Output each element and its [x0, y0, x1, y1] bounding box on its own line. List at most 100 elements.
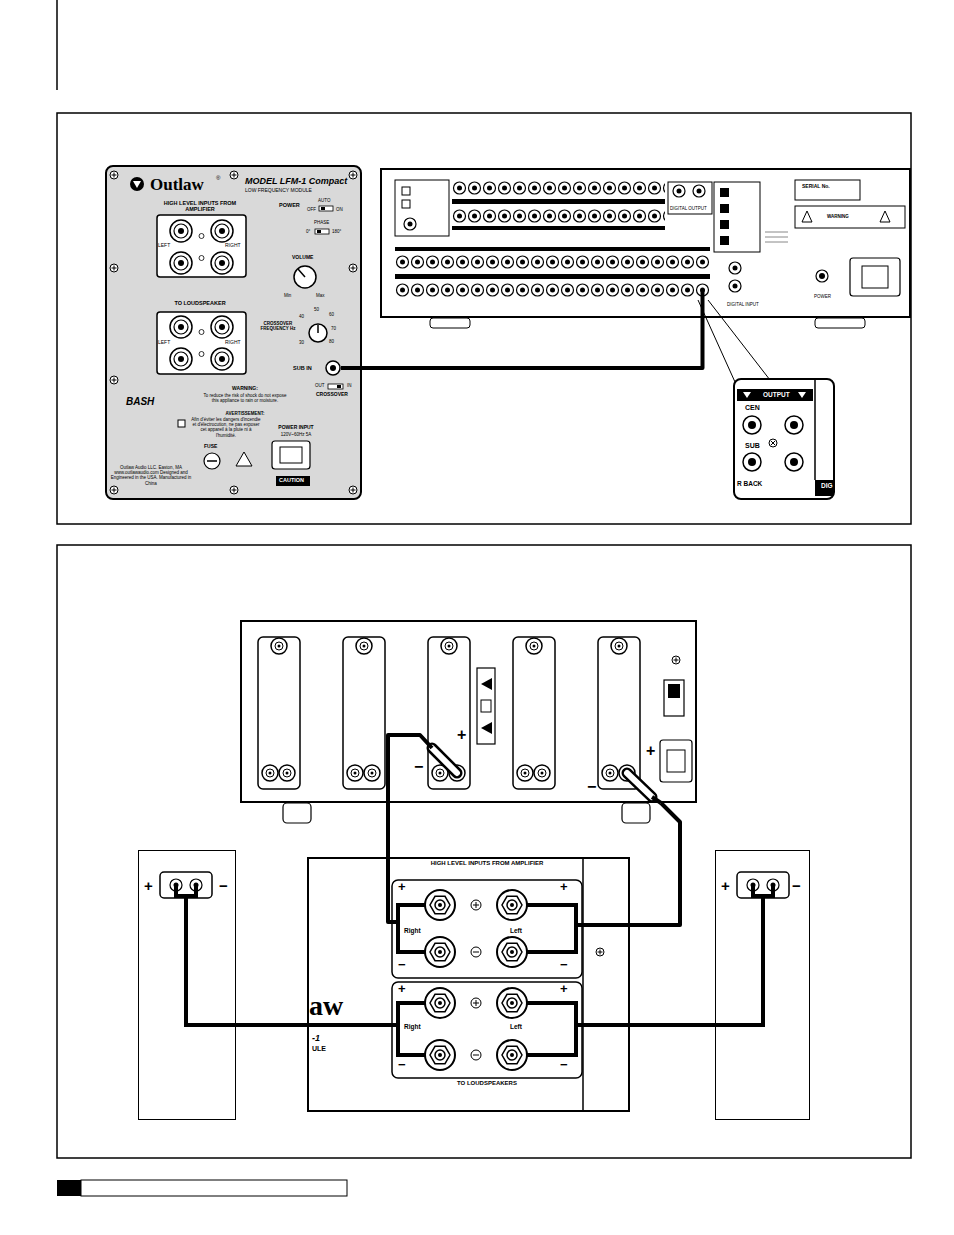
node-text: LEFT	[158, 243, 170, 249]
amplifier-back	[242, 622, 695, 823]
panel-label: 180°	[332, 229, 341, 234]
node-text: Right	[404, 927, 421, 934]
lfm-rear-panel-part	[110, 171, 118, 179]
node-text: +	[560, 880, 568, 895]
lfm-terminal-panel-part	[471, 1050, 481, 1060]
lfm-terminal-panel-part	[596, 948, 604, 956]
amplifier-back-part	[364, 765, 380, 781]
amplifier: +−+−	[240, 620, 697, 803]
node-text: HIGH LEVEL INPUTS FROM AMPLIFIER	[392, 860, 582, 867]
receiver-back-part	[402, 187, 410, 195]
panel-label: 70	[331, 326, 336, 331]
panel-label: AVERTISSEMENT:	[200, 411, 290, 416]
receiver-back-part	[404, 218, 416, 230]
lfm-rear-panel-part	[328, 384, 343, 389]
panel-label: 120V~60Hz 5A	[266, 432, 326, 437]
speakers	[160, 872, 789, 1025]
panel-label: BASH	[126, 396, 154, 408]
output-callout	[735, 380, 833, 498]
lfm-rear-panel-part	[110, 264, 118, 272]
receiver-back-part	[395, 180, 449, 236]
cable	[341, 318, 703, 368]
lfm-rear-panel-part	[199, 330, 204, 335]
lfm-rear-panel-part	[230, 171, 238, 179]
output-callout-part	[737, 389, 813, 401]
node-text: +	[560, 982, 568, 997]
panel-label: To reduce the risk of shock do not expos…	[200, 393, 290, 403]
panel-label: Outlaw Audio LLC. Easton, MA www.outlawa…	[110, 465, 192, 486]
node-text: Right	[404, 1023, 421, 1030]
lfm-rear-panel-part	[349, 171, 357, 179]
node-text: TO LOUDSPEAKERS	[392, 1080, 582, 1087]
receiver-back-part	[720, 204, 729, 213]
lfm-rear-panel-part	[349, 486, 357, 494]
lfm-rear-panel-part	[276, 476, 310, 486]
output-callout-part	[748, 421, 756, 429]
amplifier-back-part	[611, 638, 627, 654]
lfm-rear-panel-part	[321, 207, 325, 210]
amplifier-back-part	[283, 803, 311, 823]
lfm-rear-panel-part	[157, 215, 246, 277]
receiver-back-part	[720, 220, 729, 229]
node-text: −	[560, 1058, 568, 1073]
output-callout-part	[748, 458, 756, 466]
lfm-rear-panel-part	[315, 229, 329, 234]
node-text: CEN	[745, 404, 760, 412]
node-text: +	[144, 877, 153, 894]
lfm-rear-panel-part	[110, 376, 118, 384]
amplifier-back-part	[258, 637, 300, 789]
output-callout-part	[815, 480, 833, 496]
node-text: −	[587, 778, 596, 796]
lfm-terminal-panel-part	[497, 937, 527, 967]
panel-label: OFF	[307, 207, 316, 212]
node-text: Outlaw	[150, 175, 204, 195]
lfm-rear-panel-part	[110, 486, 118, 494]
receiver-back-part	[395, 274, 710, 279]
lfm-rear-panel-part	[170, 252, 192, 274]
lfm-panel: aw-1ULEHIGH LEVEL INPUTS FROM AMPLIFIERR…	[307, 857, 630, 1112]
output-callout-part	[769, 439, 777, 447]
lfm-rear-panel-part	[319, 206, 333, 211]
lfm-terminal-panel-part	[425, 988, 455, 1018]
lfm-rear-panel-part	[133, 181, 141, 188]
panel-label: 30	[299, 340, 304, 345]
output-callout-part	[785, 416, 803, 434]
panel-label: 40	[299, 314, 304, 319]
receiver-back-part	[819, 273, 825, 279]
node-text: -1	[312, 1033, 320, 1043]
panel-label: 80	[329, 339, 334, 344]
speakers-part	[160, 872, 212, 898]
panel-label: ®	[216, 175, 220, 182]
panel-label: ON	[336, 207, 343, 212]
receiver-back-part	[452, 180, 665, 236]
terminal-block: TO LOUDSPEAKERSRightLeft++−−	[392, 980, 582, 1092]
output-callout-part	[771, 441, 775, 445]
receiver-back-part	[802, 211, 812, 222]
receiver-back-part	[714, 182, 760, 252]
receiver-back-part	[795, 180, 860, 200]
jack-group: TO LOUDSPEAKERLEFTRIGHT	[150, 300, 250, 378]
amplifier-back-part	[481, 700, 491, 712]
amplifier-back-part	[388, 735, 432, 803]
lfm-rear-panel-part	[236, 452, 252, 466]
node-text: ULE	[312, 1045, 326, 1053]
lfm-rear-panel-part	[199, 256, 204, 261]
lfm-rear-panel-part	[157, 312, 246, 374]
lfm-rear-panel-part	[207, 460, 217, 462]
amplifier-back-part	[513, 637, 555, 789]
lfm-rear-panel-part	[280, 447, 302, 463]
speakers-part	[753, 885, 773, 896]
speakers-part	[715, 896, 763, 1025]
lfm-terminal-panel-part	[527, 903, 582, 954]
amplifier-back-part	[279, 765, 295, 781]
node-text: −	[219, 877, 228, 894]
loudspeaker: +−	[715, 850, 810, 1120]
node-text: +	[646, 742, 655, 760]
node-text: −	[792, 877, 801, 894]
node-text: −	[560, 958, 568, 973]
node-text: SUB IN	[293, 365, 312, 371]
node-text: −	[414, 758, 423, 776]
panel-label: CROSSOVER	[316, 392, 348, 398]
node-text: OUTPUT	[763, 391, 790, 398]
receiver-back-part	[673, 185, 685, 197]
